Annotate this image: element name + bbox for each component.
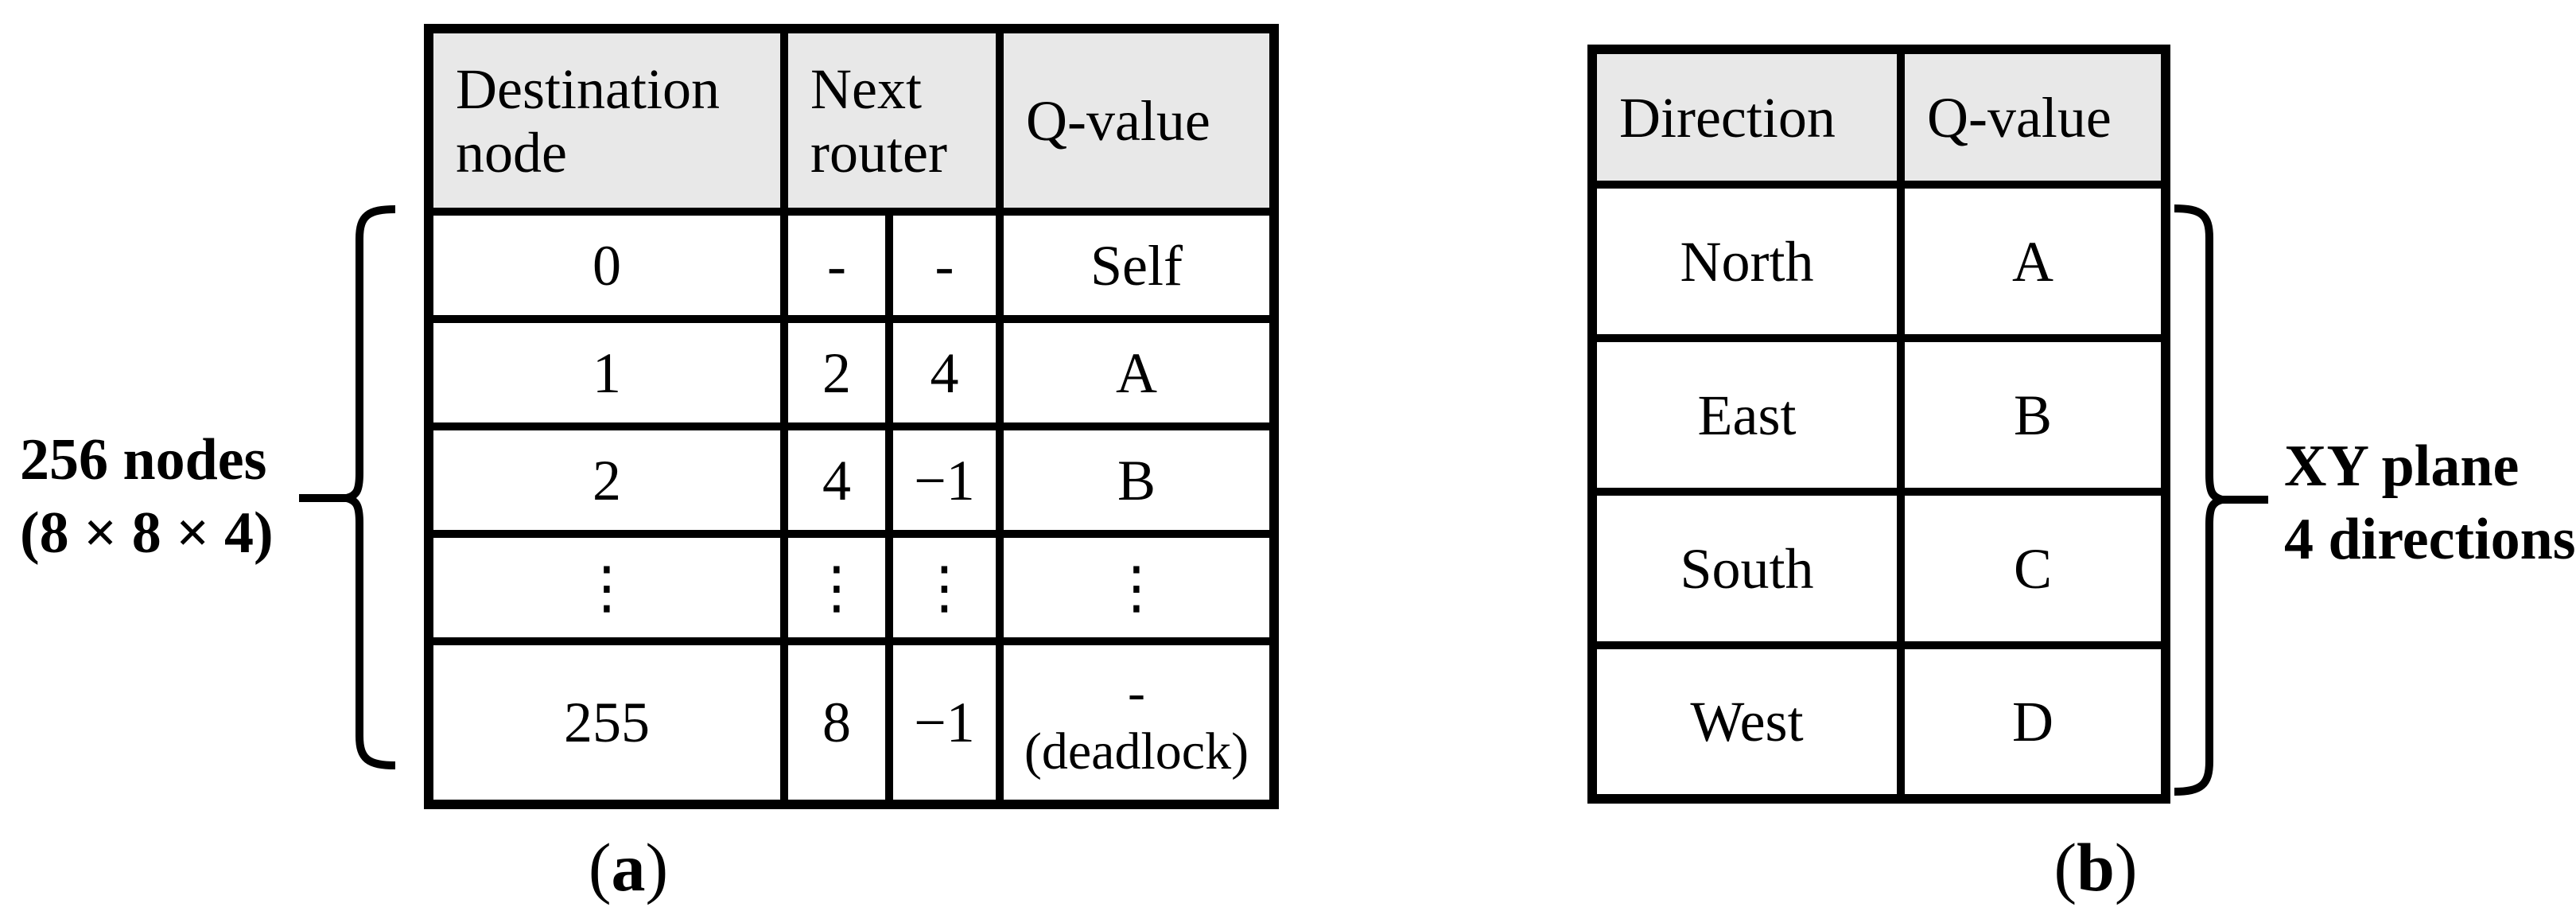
cell-next-router-1: 2: [780, 315, 893, 430]
brace-label-line: (8 × 8 × 4): [20, 500, 274, 566]
brace-label-256-nodes: 256 nodes (8 × 8 × 4): [20, 423, 274, 570]
table-a-header-row: Destination node Next router Q-value: [425, 25, 1278, 216]
left-curly-brace: [299, 205, 396, 769]
direction-header: Direction: [1588, 45, 1905, 189]
destination-node-header: Destination node: [425, 25, 788, 216]
cell-next-router-1: -: [780, 208, 893, 323]
deadlock-dash: -: [1128, 664, 1145, 722]
cell-dest: 1: [425, 315, 788, 430]
caption-paren-open: (: [2053, 829, 2077, 905]
table-row: 2 4 −1 B: [425, 422, 1278, 538]
cell-q-value: B: [996, 422, 1278, 538]
cell-q-value: A: [1897, 181, 2170, 342]
cell-q-value: B: [1897, 334, 2170, 496]
brace-label-xy-plane: XY plane 4 directions: [2284, 430, 2576, 576]
caption-letter: b: [2077, 829, 2115, 905]
cell-q-value: A: [996, 315, 1278, 430]
cell-direction: North: [1588, 181, 1905, 342]
cell-dest: 2: [425, 422, 788, 538]
cell-next-router-2: −1: [885, 422, 1004, 538]
direction-table-b: Direction Q-value North A East B South C…: [1587, 45, 2170, 804]
q-value-header: Q-value: [1897, 45, 2170, 189]
cell-next-router-2: 4: [885, 315, 1004, 430]
next-router-header: Next router: [780, 25, 1004, 216]
table-row: 255 8 −1 - (deadlock): [425, 637, 1278, 808]
table-row: West D: [1588, 641, 2170, 803]
cell-vertical-ellipsis: ⋮: [425, 530, 788, 645]
cell-next-router-1: 8: [780, 637, 893, 808]
cell-q-value-deadlock: - (deadlock): [996, 637, 1278, 808]
cell-next-router-2: -: [885, 208, 1004, 323]
deadlock-text: (deadlock): [1024, 722, 1249, 781]
q-value-header: Q-value: [996, 25, 1278, 216]
cell-q-value: D: [1897, 641, 2170, 803]
cell-direction: East: [1588, 334, 1905, 496]
cell-vertical-ellipsis: ⋮: [885, 530, 1004, 645]
cell-q-value: Self: [996, 208, 1278, 323]
table-row: East B: [1588, 334, 2170, 496]
table-row-ellipsis: ⋮ ⋮ ⋮ ⋮: [425, 530, 1278, 645]
brace-label-line: 256 nodes: [20, 427, 267, 493]
table-row: South C: [1588, 488, 2170, 649]
cell-next-router-2: −1: [885, 637, 1004, 808]
routing-table-a: Destination node Next router Q-value 0 -…: [424, 24, 1279, 809]
table-row: North A: [1588, 181, 2170, 342]
cell-dest: 0: [425, 208, 788, 323]
caption-b: (b): [1976, 827, 2215, 907]
cell-vertical-ellipsis: ⋮: [780, 530, 893, 645]
brace-label-line: 4 directions: [2284, 507, 2576, 572]
cell-vertical-ellipsis: ⋮: [996, 530, 1278, 645]
table-b-header-row: Direction Q-value: [1588, 45, 2170, 189]
cell-dest: 255: [425, 637, 788, 808]
cell-next-router-1: 4: [780, 422, 893, 538]
table-row: 0 - - Self: [425, 208, 1278, 323]
caption-a: (a): [509, 827, 748, 907]
right-curly-brace: [2174, 204, 2268, 796]
brace-label-line: XY plane: [2284, 434, 2520, 499]
caption-paren-close: ): [645, 829, 669, 905]
table-row: 1 2 4 A: [425, 315, 1278, 430]
caption-letter: a: [611, 829, 646, 905]
caption-paren-open: (: [588, 829, 612, 905]
caption-paren-close: ): [2114, 829, 2138, 905]
cell-direction: South: [1588, 488, 1905, 649]
cell-direction: West: [1588, 641, 1905, 803]
cell-q-value: C: [1897, 488, 2170, 649]
